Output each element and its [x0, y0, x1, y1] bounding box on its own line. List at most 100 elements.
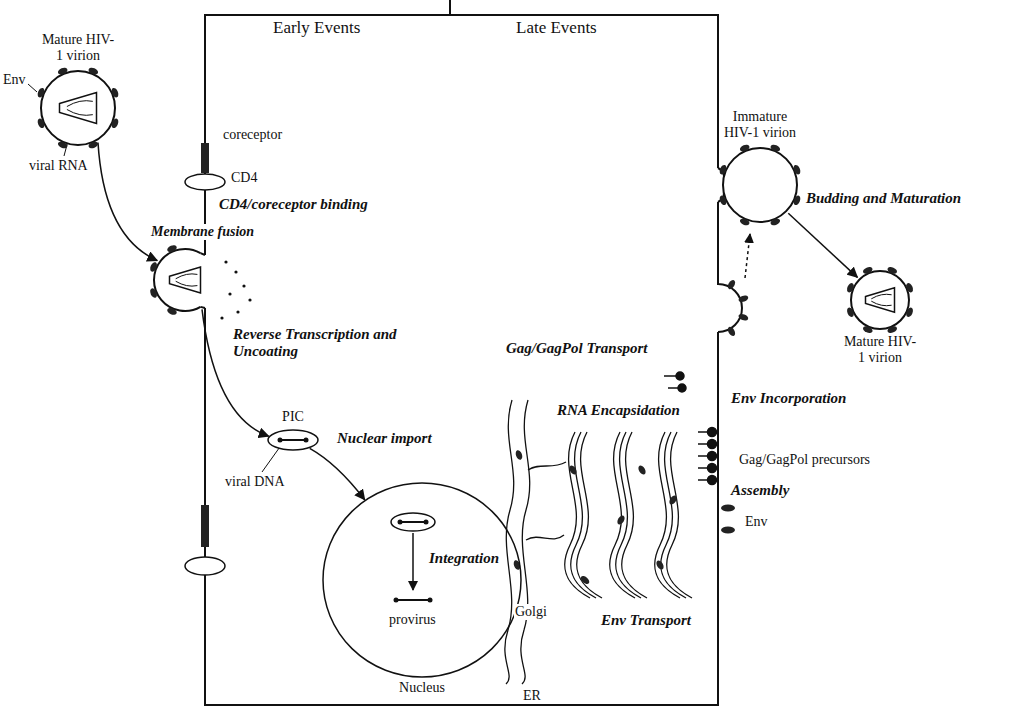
uncoating-dots — [242, 284, 245, 287]
env-spike — [846, 306, 855, 318]
process-label: Nuclear import — [336, 430, 433, 447]
process-label: CD4/coreceptor binding — [218, 196, 369, 213]
arrow-connector — [788, 213, 857, 277]
er-golgi — [526, 535, 564, 540]
env-spike — [36, 87, 45, 99]
viral-rna — [176, 274, 198, 279]
gag-lollipop — [698, 467, 708, 469]
nucleus-contents — [428, 598, 433, 603]
env-protein — [512, 449, 735, 585]
env-spike — [110, 118, 119, 130]
gag-lollipop — [664, 372, 717, 485]
env-spike — [770, 217, 782, 226]
virion-envelope — [723, 148, 797, 222]
gag-lollipop — [664, 375, 676, 377]
section-heading: Early Events — [272, 18, 361, 38]
node-label: Membrane fusion — [150, 224, 255, 240]
viral-dna — [280, 439, 306, 441]
gag-lollipop — [678, 384, 686, 392]
process-label: Integration — [428, 550, 500, 567]
nucleus-contents — [400, 521, 426, 523]
env-spike — [905, 306, 914, 318]
gag-lollipop — [698, 455, 708, 457]
node-outline — [720, 145, 800, 225]
bud-spikes — [726, 279, 749, 337]
process-label: Env Incorporation — [730, 390, 847, 407]
virion-node: Immature HIV-1 virion — [720, 145, 800, 225]
cell-membrane — [205, 0, 742, 705]
receptor-symbol — [201, 143, 209, 173]
part-label: provirus — [388, 612, 437, 628]
receptor-symbol — [185, 557, 225, 575]
bud-spikes — [726, 326, 736, 338]
gag-lollipop — [676, 372, 684, 380]
env-protein — [721, 527, 735, 534]
nucleus-contents — [398, 520, 403, 525]
gag-lollipop — [698, 431, 708, 433]
nucleus-contents — [394, 598, 399, 603]
virion-node: Mature HIV-1 virion — [848, 268, 912, 332]
uncoating-dots — [228, 292, 231, 295]
budding-arrow — [745, 234, 750, 278]
leader-line — [28, 84, 37, 92]
part-label: Env — [744, 514, 769, 530]
env-protein — [721, 505, 735, 512]
env-spike — [57, 140, 69, 149]
gag-lollipop — [708, 440, 717, 449]
part-label: coreceptor — [222, 127, 283, 143]
env-spike — [57, 66, 69, 75]
er-golgi — [610, 432, 647, 598]
node-outline — [267, 429, 319, 451]
env-spike — [792, 195, 801, 207]
env-protein — [514, 449, 523, 460]
bud-spikes — [738, 313, 749, 322]
env-spike — [905, 282, 914, 294]
gag-lollipop — [698, 479, 708, 481]
cell-membrane — [449, 0, 451, 15]
part-label: CD4 — [230, 170, 258, 186]
process-label: Assembly — [730, 482, 790, 499]
viral-rna — [871, 294, 891, 299]
node-outline — [38, 68, 118, 148]
fusing-envelope — [154, 249, 201, 311]
uncoating-dots — [220, 260, 251, 319]
env-spike — [166, 307, 178, 316]
er-golgi — [655, 432, 692, 598]
env-spike — [886, 266, 898, 275]
env-spike — [718, 164, 727, 176]
gag-lollipop — [708, 476, 717, 485]
nucleus-contents — [396, 599, 430, 601]
env-spike — [88, 140, 100, 149]
uncoating-dots — [224, 260, 227, 263]
er-golgi — [571, 432, 596, 598]
process-label: Gag/GagPol Transport — [505, 340, 649, 357]
capsid-core — [866, 288, 895, 312]
bud-spikes — [738, 294, 749, 303]
node-outline — [322, 482, 522, 678]
env-spike — [718, 195, 727, 207]
env-spike — [862, 266, 874, 275]
nucleus-outline — [323, 483, 521, 677]
viral-rna — [67, 109, 93, 115]
er-golgi — [616, 432, 641, 598]
env-spike — [770, 143, 782, 152]
pic-outline — [268, 430, 318, 450]
uncoating-dots — [220, 316, 223, 319]
virion-node: Mature HIV-1 virion — [38, 68, 118, 148]
part-label: Golgi — [514, 604, 548, 620]
env-spike — [739, 217, 751, 226]
node-label: Mature HIV-1 virion — [841, 334, 920, 366]
env-protein — [668, 494, 678, 506]
cell-membrane — [205, 15, 718, 255]
env-spike — [862, 325, 874, 334]
env-spike — [110, 87, 119, 99]
er-golgi — [505, 400, 692, 684]
viral-rna — [176, 281, 198, 286]
env-spike — [149, 261, 158, 273]
node-label: PIC — [281, 409, 305, 425]
viral-dna — [304, 438, 309, 443]
nucleus-contents — [424, 520, 429, 525]
part-label: Gag/GagPol precursors — [738, 452, 871, 468]
part-label: viral RNA — [28, 158, 89, 174]
